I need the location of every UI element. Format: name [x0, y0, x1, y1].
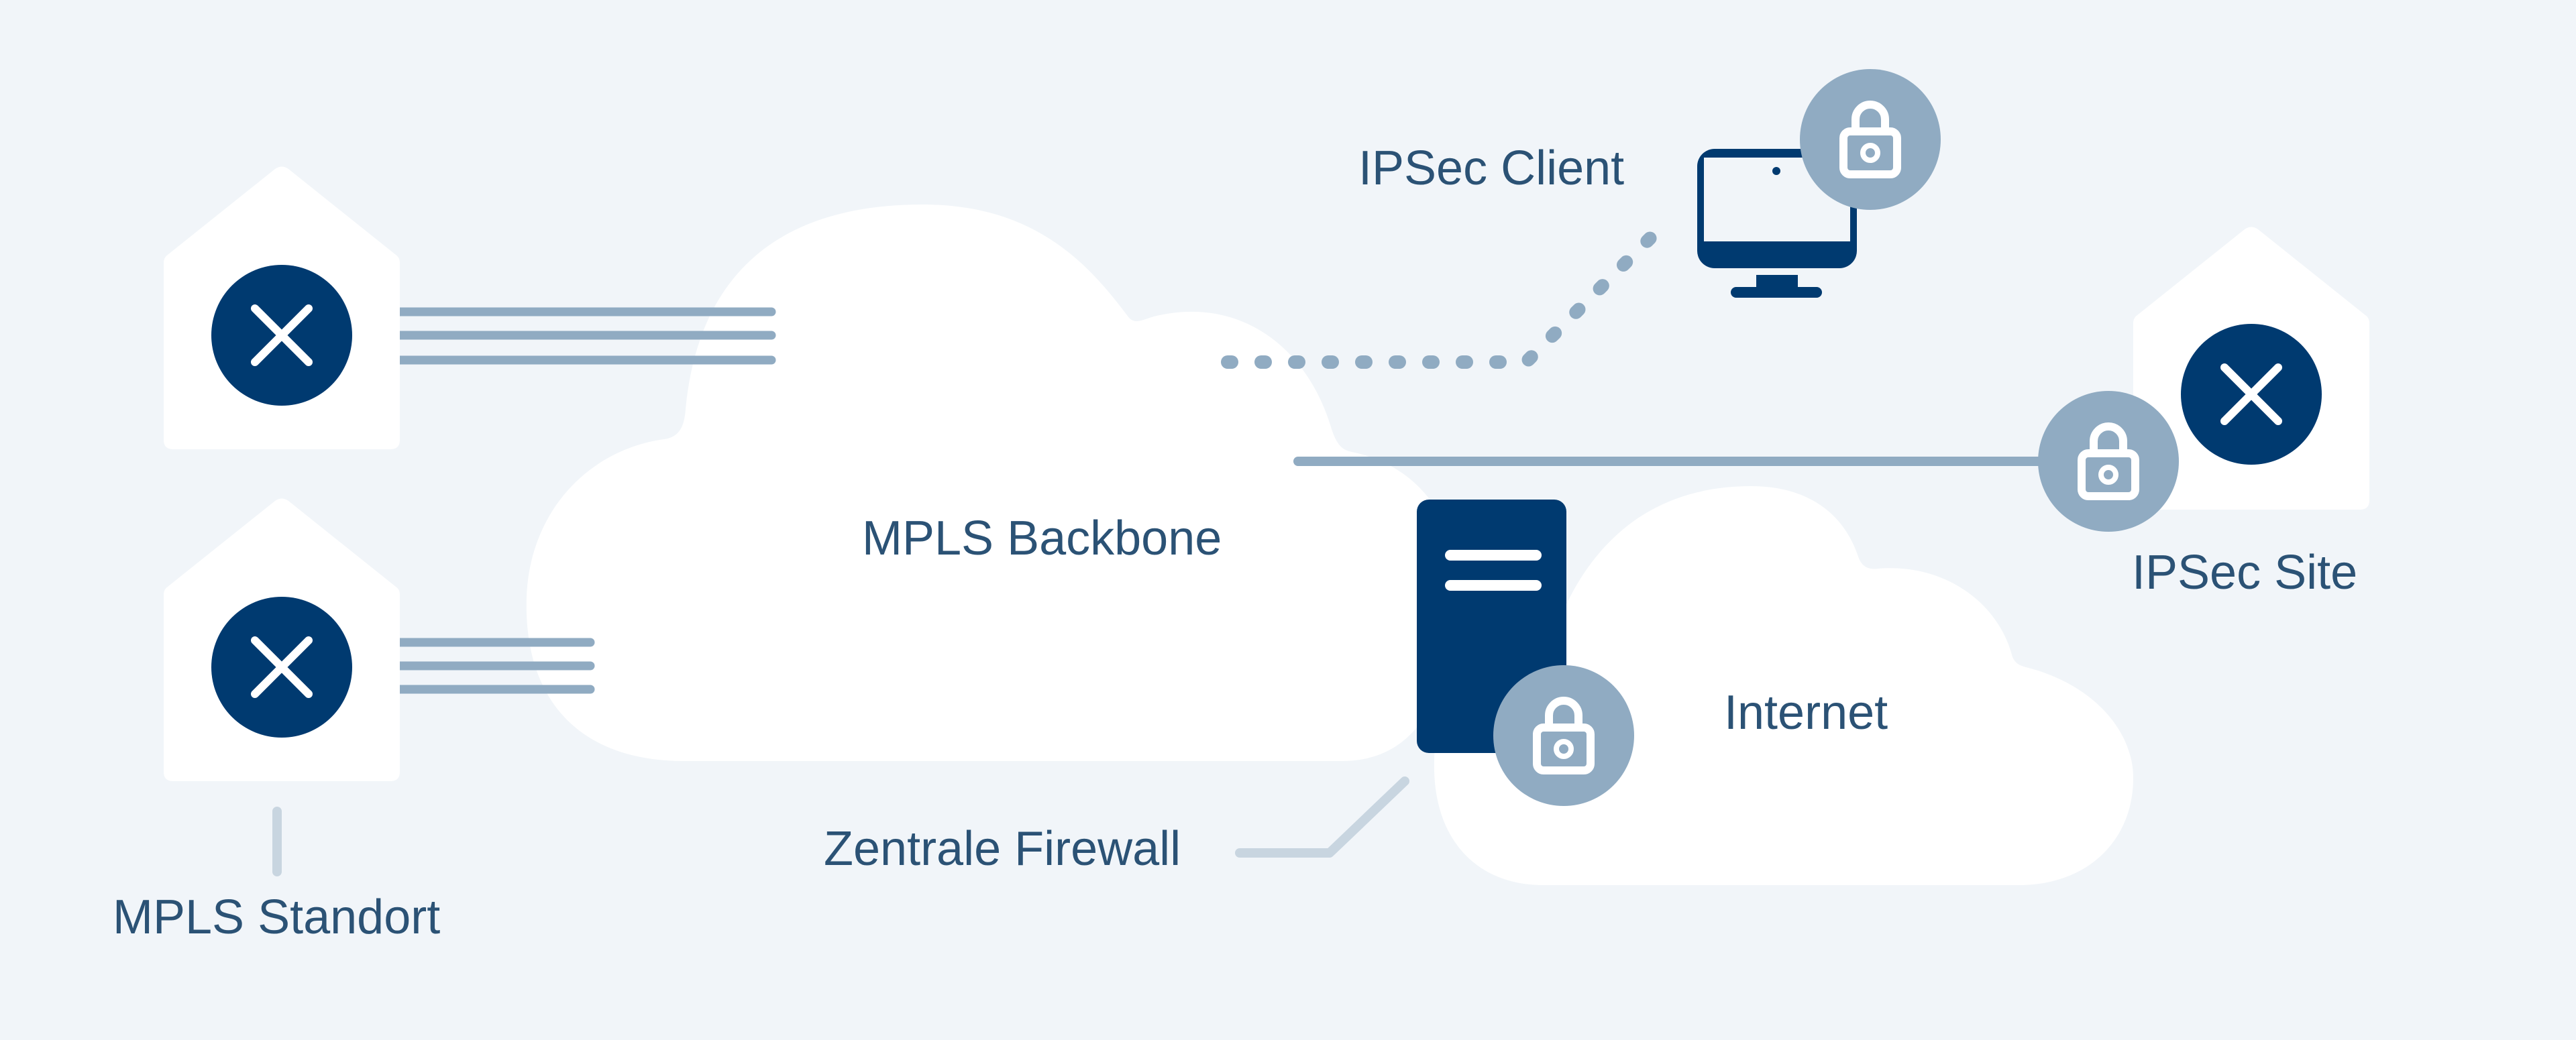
mpls-site-1-link	[331, 307, 776, 365]
ipsec-site[interactable]	[2038, 227, 2369, 532]
mpls-site-2[interactable]	[164, 498, 400, 782]
mpls-site-1[interactable]	[164, 166, 400, 450]
lock-badge	[2038, 391, 2179, 532]
ipsec-client-label: IPSec Client	[1358, 141, 1624, 195]
lock-badge	[1493, 665, 1634, 806]
central-firewall[interactable]	[1417, 500, 1634, 806]
ipsec-client-link	[1221, 218, 1670, 369]
ipsec-site-label: IPSec Site	[2132, 546, 2357, 599]
mpls-standort-label: MPLS Standort	[113, 890, 440, 944]
mpls-backbone-label: MPLS Backbone	[862, 512, 1222, 565]
zentrale-firewall-label: Zentrale Firewall	[824, 822, 1181, 876]
internet-label: Internet	[1724, 686, 1888, 740]
ipsec-client[interactable]	[1697, 69, 1941, 298]
lock-badge	[1800, 69, 1941, 210]
mpls-backbone-cloud	[526, 205, 1458, 761]
firewall-label-connector	[1235, 776, 1409, 858]
